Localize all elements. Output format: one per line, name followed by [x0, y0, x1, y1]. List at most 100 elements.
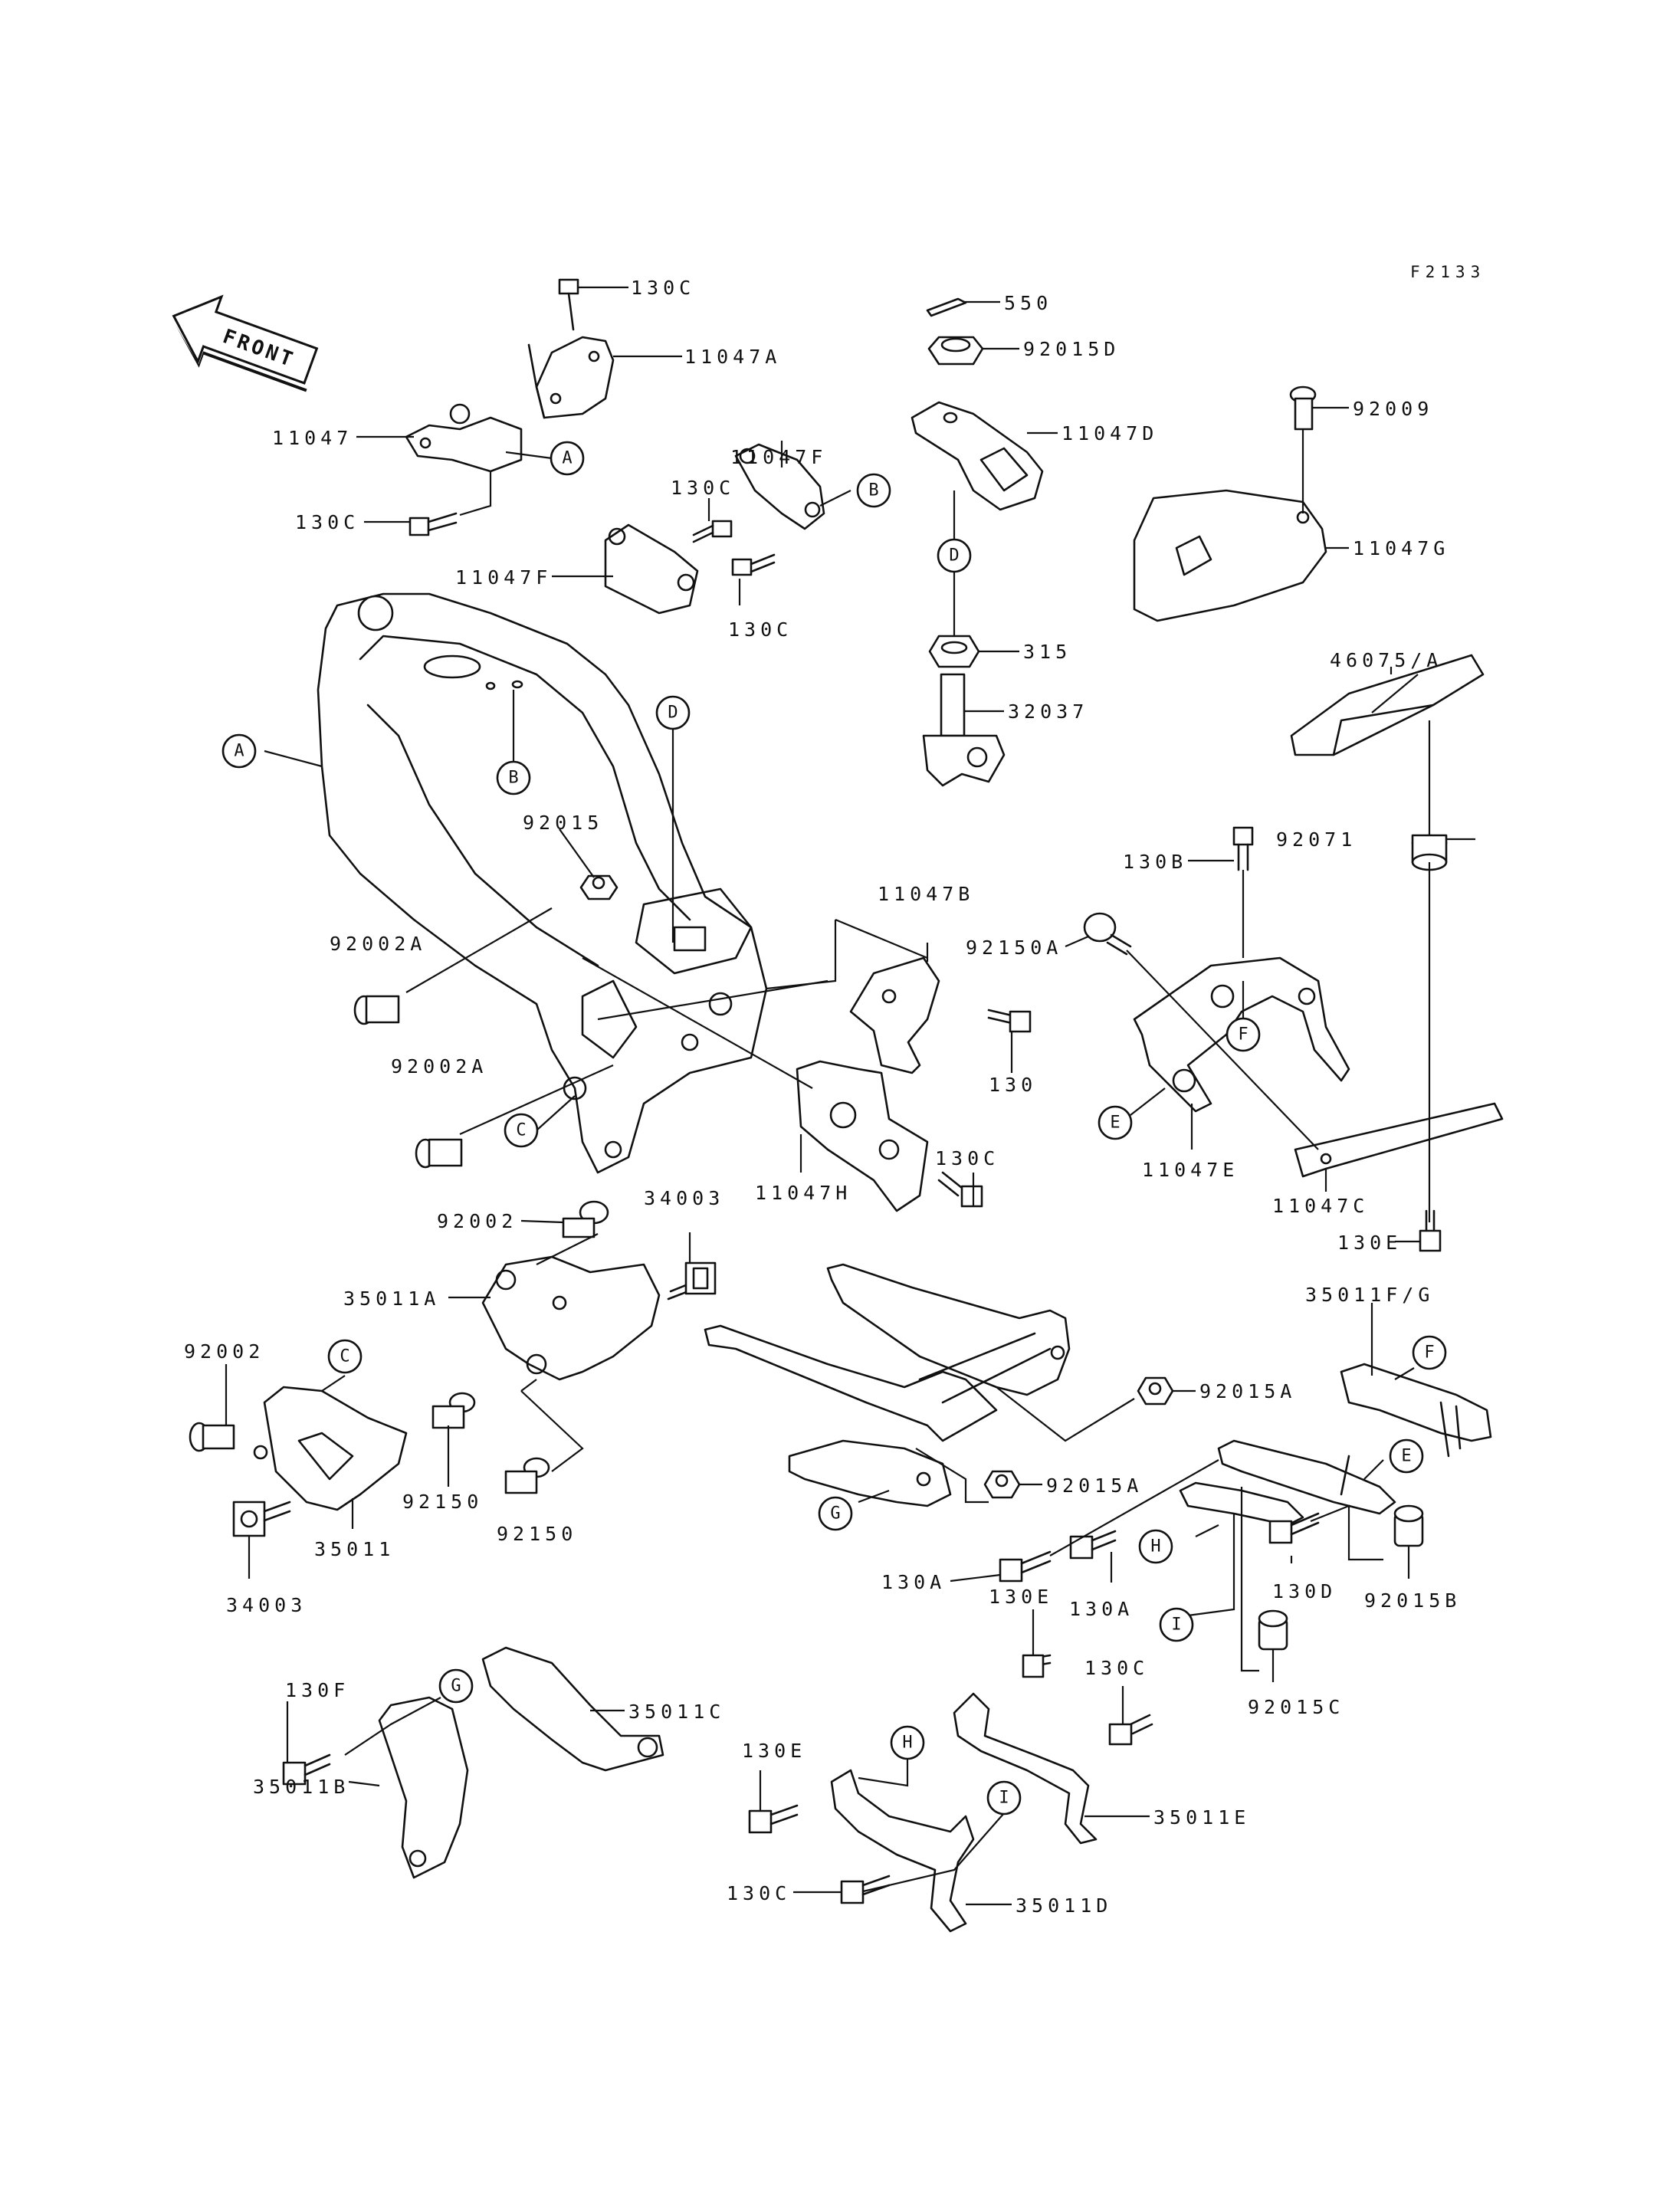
- bracket-11047a: [527, 336, 615, 419]
- label-92071: 92071: [1276, 828, 1357, 851]
- label-130f: 130F: [285, 1679, 349, 1701]
- subframe-35011fg: [1179, 1363, 1492, 1527]
- bracket-11047d: [911, 401, 1044, 511]
- bolt-130b: [1232, 826, 1254, 871]
- bolt-92150-a: [431, 1392, 476, 1429]
- label-11047: 11047: [272, 427, 353, 449]
- heel-guard-35011: [253, 1386, 408, 1511]
- bolt-92150-b: [504, 1457, 550, 1494]
- label-92015a-bot: 92015A: [1046, 1474, 1143, 1497]
- callout-e-seat: E: [1098, 1105, 1133, 1140]
- label-92015a-top: 92015A: [1199, 1380, 1296, 1402]
- label-130d: 130D: [1272, 1580, 1337, 1602]
- bracket-11047e: [1133, 956, 1350, 1113]
- label-11047e: 11047E: [1142, 1159, 1239, 1181]
- svg-text:F: F: [1424, 1343, 1434, 1363]
- svg-text:F: F: [1238, 1025, 1248, 1045]
- callout-g-bottom: G: [438, 1668, 474, 1704]
- bolt-92009: [1289, 385, 1317, 431]
- bracket-11047h: [796, 1060, 929, 1212]
- bolt-92002a-bot: [415, 1138, 463, 1169]
- callout-e-subframe: E: [1389, 1438, 1424, 1474]
- callout-i-subframe: I: [1159, 1607, 1194, 1642]
- label-92002: 92002: [437, 1210, 517, 1232]
- label-11047f-right: 11047F: [730, 446, 827, 468]
- callout-h-bottom: H: [890, 1725, 925, 1760]
- svg-text:G: G: [830, 1504, 840, 1524]
- svg-text:C: C: [340, 1347, 349, 1366]
- callout-d-top: D: [937, 538, 972, 573]
- svg-text:G: G: [451, 1677, 461, 1696]
- label-130e-mid: 130E: [989, 1586, 1053, 1608]
- bolt-130c-mid-bot: [731, 553, 776, 576]
- label-130b: 130B: [1123, 851, 1187, 873]
- label-92009: 92009: [1353, 398, 1433, 420]
- label-92150a: 92150A: [966, 936, 1062, 959]
- svg-text:I: I: [999, 1789, 1009, 1808]
- label-92015: 92015: [523, 812, 603, 834]
- svg-text:D: D: [949, 546, 959, 566]
- callout-b-frame: B: [496, 760, 531, 795]
- callout-b-top: B: [856, 473, 891, 508]
- bolt-130: [987, 1009, 1032, 1033]
- bracket-35011a: [481, 1255, 661, 1381]
- label-46075a: 46075/A: [1330, 649, 1442, 671]
- callout-i-bottom: I: [986, 1780, 1022, 1816]
- svg-text:I: I: [1171, 1615, 1181, 1635]
- bolt-34003-top: [667, 1261, 717, 1301]
- bolt-92150a: [1083, 912, 1132, 956]
- label-130c-frame: 130C: [935, 1147, 999, 1169]
- nut-92015: [579, 874, 619, 900]
- label-130a-left: 130A: [881, 1571, 946, 1593]
- cotter-pin-550: [926, 297, 967, 317]
- label-11047g: 11047G: [1353, 537, 1449, 559]
- bracket-11047f-right: [734, 443, 825, 530]
- callout-f-seat: F: [1226, 1017, 1261, 1052]
- label-130e-low: 130E: [742, 1740, 806, 1762]
- label-92015c: 92015C: [1248, 1696, 1344, 1718]
- label-35011b: 35011B: [253, 1776, 349, 1798]
- label-35011c: 35011C: [628, 1701, 725, 1723]
- bolt-130e-low: [748, 1804, 799, 1834]
- label-130: 130: [989, 1074, 1037, 1096]
- label-35011d: 35011D: [1016, 1894, 1112, 1917]
- nut-92015a-bot: [983, 1470, 1021, 1499]
- callout-h-subframe: H: [1138, 1529, 1173, 1564]
- svg-text:D: D: [668, 704, 678, 723]
- label-550: 550: [1004, 292, 1052, 314]
- callout-a-top: A: [550, 441, 585, 476]
- label-130c-mid-bot: 130C: [728, 618, 792, 641]
- callout-circles: A B D A B D C F E C F E G H I G H I: [221, 441, 1447, 1816]
- label-34003-top: 34003: [644, 1187, 724, 1209]
- label-34003-bot: 34003: [226, 1594, 307, 1616]
- bracket-11047: [405, 403, 523, 473]
- svg-text:A: A: [562, 449, 572, 468]
- svg-text:H: H: [902, 1734, 912, 1753]
- main-frame: [317, 592, 768, 1174]
- label-130c-low: 130C: [1084, 1657, 1149, 1679]
- bracket-35011c: [481, 1646, 664, 1772]
- label-92150-a: 92150: [402, 1491, 483, 1513]
- front-direction-arrow: FRONT: [172, 294, 319, 392]
- label-92150-b: 92150: [497, 1523, 577, 1545]
- bolt-130c-frame: [937, 1171, 983, 1208]
- label-35011fg: 35011F/G: [1305, 1284, 1434, 1306]
- cover-46075a: [1290, 654, 1485, 756]
- label-92015b: 92015B: [1364, 1589, 1461, 1612]
- callout-c-frame: C: [504, 1113, 539, 1148]
- svg-text:B: B: [868, 481, 878, 500]
- bolt-130c-low: [1108, 1714, 1153, 1746]
- bolt-130f: [282, 1753, 331, 1786]
- label-130c-top: 130C: [631, 277, 695, 299]
- collar-92015c: [1258, 1609, 1288, 1651]
- label-11047f-left: 11047F: [455, 566, 552, 589]
- label-130a-right: 130A: [1069, 1598, 1134, 1620]
- bolt-130d: [1268, 1512, 1320, 1544]
- svg-text:C: C: [516, 1121, 526, 1140]
- bolt-34003-bot: [232, 1501, 291, 1537]
- bracket-11047b: [849, 956, 940, 1074]
- label-92002a-top: 92002A: [330, 933, 426, 955]
- nut-92015d: [927, 336, 984, 366]
